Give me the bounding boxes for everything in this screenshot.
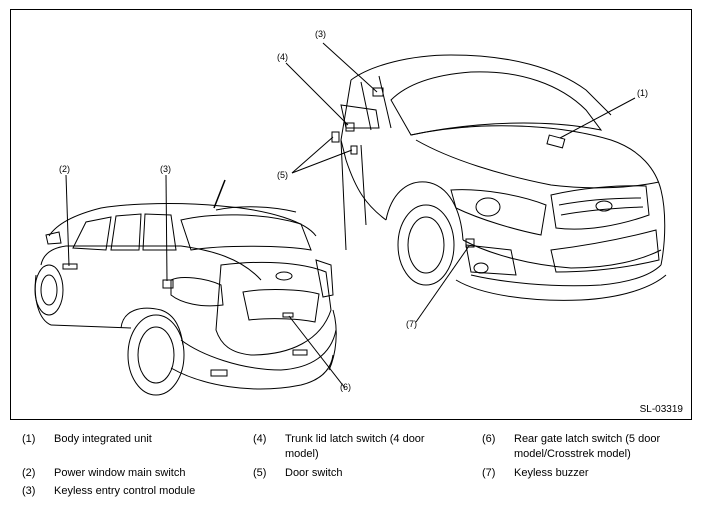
legend-text: Rear gate latch switch (5 door model/Cro… — [514, 433, 661, 460]
figure-frame: (1) (2) (3) (3) (4) (5) (6) (7) SL-03319 — [10, 9, 692, 420]
callout-3-rear: (3) — [160, 164, 171, 174]
callout-6: (6) — [340, 382, 351, 392]
vehicle-component-location-illustration — [34, 42, 667, 396]
callout-3-front: (3) — [315, 29, 326, 39]
keyless-module-marker-front — [372, 87, 384, 97]
legend-text: Trunk lid latch switch (4 door model) — [285, 433, 425, 460]
keyless-buzzer-marker — [465, 238, 475, 248]
legend-text: Keyless buzzer — [514, 467, 589, 479]
body-integrated-unit-marker — [546, 134, 566, 149]
legend-number: (3) — [22, 485, 36, 497]
keyless-module-marker-rear — [162, 279, 174, 289]
rear-view-car — [34, 179, 337, 396]
trunk-lid-switch-marker — [345, 122, 355, 132]
legend-number: (1) — [22, 433, 36, 445]
legend-number: (5) — [253, 467, 267, 479]
callout-5: (5) — [277, 170, 288, 180]
callout-4: (4) — [277, 52, 288, 62]
legend-text: Body integrated unit — [54, 433, 152, 445]
door-switch-marker-1 — [331, 131, 340, 143]
front-view-car — [331, 54, 667, 301]
legend-number: (2) — [22, 467, 36, 479]
legend-number: (7) — [482, 467, 496, 479]
callout-7: (7) — [406, 319, 417, 329]
legend-text: Keyless entry control module — [54, 485, 196, 497]
leader-lines — [65, 42, 636, 389]
legend-text: Door switch — [285, 467, 343, 479]
figure-id-label: SL-03319 — [639, 404, 683, 415]
legend-number: (6) — [482, 433, 496, 445]
rear-gate-switch-marker — [282, 312, 294, 318]
callout-1: (1) — [637, 88, 648, 98]
callout-2: (2) — [59, 164, 70, 174]
legend-number: (4) — [253, 433, 267, 445]
power-window-switch-marker — [62, 263, 78, 270]
legend-text: Power window main switch — [54, 467, 186, 479]
